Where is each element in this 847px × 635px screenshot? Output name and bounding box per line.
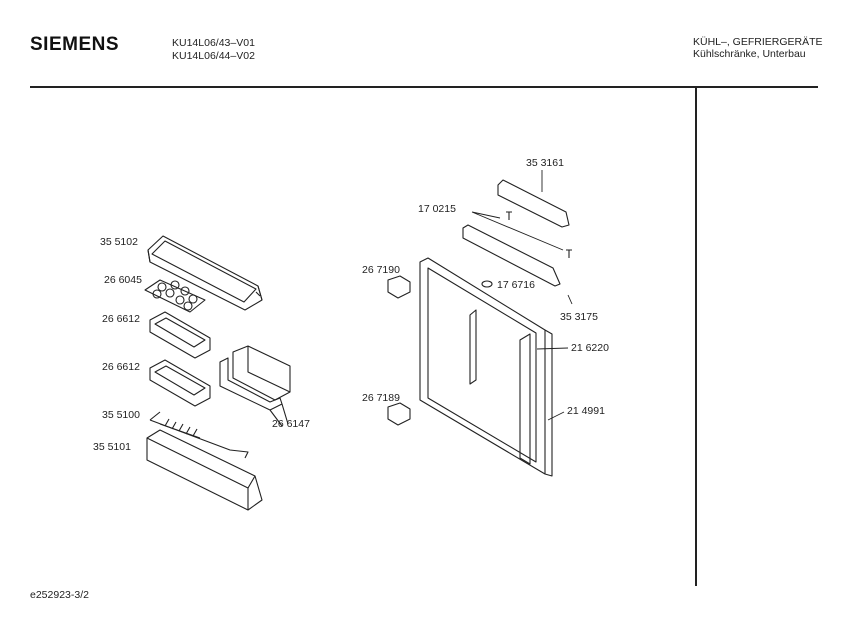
label-353161: 35 3161: [526, 157, 564, 169]
part-353175-bracket[interactable]: [462, 224, 561, 287]
part-door-frame[interactable]: [419, 257, 546, 475]
label-216220: 21 6220: [571, 342, 609, 354]
model-number-1: KU14L06/43–V01: [172, 37, 255, 49]
label-355101: 35 5101: [93, 441, 131, 453]
part-216220-door-seal[interactable]: [519, 333, 531, 465]
part-267190-hinge[interactable]: [387, 275, 411, 299]
document-id: e252923-3/2: [30, 589, 89, 601]
category-subtitle: Kühlschränke, Unterbau: [693, 48, 806, 60]
part-266612-small-shelf-a[interactable]: [149, 311, 211, 359]
category-title: KÜHL–, GEFRIERGERÄTE: [693, 36, 823, 48]
label-266147: 26 6147: [272, 418, 310, 430]
label-355102: 35 5102: [100, 236, 138, 248]
label-355100: 35 5100: [102, 409, 140, 421]
part-214991-door-panel[interactable]: [544, 329, 553, 477]
part-266147-butter-compartment[interactable]: [219, 345, 291, 427]
label-266045: 26 6045: [104, 274, 142, 286]
label-353175: 35 3175: [560, 311, 598, 323]
part-266045-egg-tray[interactable]: [144, 279, 206, 313]
part-355101-bottle-shelf[interactable]: [146, 429, 263, 511]
part-176716-clip[interactable]: [481, 280, 493, 288]
label-266612-b: 26 6612: [102, 361, 140, 373]
label-176716: 17 6716: [497, 279, 535, 291]
label-267190: 26 7190: [362, 264, 400, 276]
model-number-2: KU14L06/44–V02: [172, 50, 255, 62]
header-divider: [30, 86, 818, 88]
leader-lines: [471, 170, 573, 421]
label-214991: 21 4991: [567, 405, 605, 417]
part-266612-small-shelf-b[interactable]: [149, 359, 211, 407]
part-353161-handle-cover[interactable]: [497, 179, 570, 228]
part-170215-screws[interactable]: [506, 211, 572, 258]
label-267189: 26 7189: [362, 392, 400, 404]
part-355100-rail[interactable]: [149, 411, 249, 459]
brand-logo: SIEMENS: [30, 34, 120, 55]
label-266612-a: 26 6612: [102, 313, 140, 325]
vertical-divider: [695, 88, 697, 586]
part-267189-hinge[interactable]: [387, 402, 411, 426]
part-355102-door-shelf[interactable]: [147, 235, 263, 311]
label-170215: 17 0215: [418, 203, 456, 215]
